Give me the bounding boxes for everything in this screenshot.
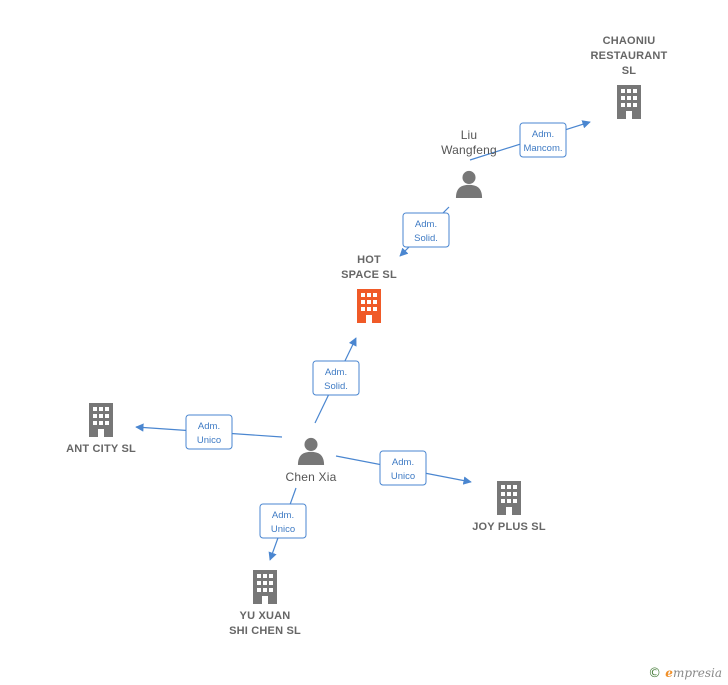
building-icon <box>617 85 641 119</box>
role-badge-text: Mancom. <box>523 143 562 154</box>
role-badge-text: Adm. <box>198 421 220 432</box>
person-icon <box>297 437 325 465</box>
role-badge[interactable]: Adm. Mancom. <box>519 122 567 158</box>
node-label: YU XUAN <box>240 610 291 622</box>
node-yuxuan[interactable]: YU XUAN SHI CHEN SL <box>229 570 301 637</box>
copyright-symbol: © <box>648 666 662 681</box>
role-badge-text: Adm. <box>532 129 554 140</box>
edge-liu-to-chaoniu: Adm. Mancom. <box>469 120 591 161</box>
building-icon <box>253 570 277 604</box>
role-badge[interactable]: Adm. Unico <box>259 503 307 539</box>
role-badge-text: Adm. <box>392 457 414 468</box>
role-badge-box <box>519 122 567 158</box>
role-badge-box <box>185 414 233 450</box>
building-icon <box>357 289 381 323</box>
building-icon <box>497 481 521 515</box>
role-badge-box <box>379 450 427 486</box>
role-badge-text: Adm. <box>325 367 347 378</box>
role-badge-text: Adm. <box>415 219 437 230</box>
brand-logo[interactable]: empresia <box>665 666 722 680</box>
edge-chen-to-antcity: Adm. Unico <box>135 414 283 450</box>
building-icon <box>89 403 113 437</box>
node-label: Liu <box>461 128 478 142</box>
role-badge-text: Unico <box>197 435 221 446</box>
role-badge[interactable]: Adm. Unico <box>185 414 233 450</box>
node-label: Chen Xia <box>286 470 337 484</box>
node-label: HOT <box>357 254 381 266</box>
footer-brand: © empresia <box>648 666 722 681</box>
role-badge[interactable]: Adm. Unico <box>379 450 427 486</box>
edge-liu-to-hot: Adm. Solid. <box>399 206 450 257</box>
node-hot[interactable]: HOT SPACE SL <box>341 254 397 323</box>
role-badge-box <box>312 360 360 396</box>
edge-chen-to-hot: Adm. Solid. <box>312 337 360 424</box>
edge-chen-to-joyplus: Adm. Unico <box>335 450 472 486</box>
node-label: JOY PLUS SL <box>472 521 546 533</box>
role-badge-text: Adm. <box>272 510 294 521</box>
role-badge-text: Unico <box>271 524 295 535</box>
node-label: RESTAURANT <box>591 50 668 62</box>
person-icon <box>455 170 483 198</box>
node-joyplus[interactable]: JOY PLUS SL <box>472 481 546 533</box>
edges-layer: Adm. Mancom. Adm. Solid. Adm. Solid. Adm. Unico… <box>135 120 591 561</box>
node-label: ANT CITY SL <box>66 443 136 455</box>
node-label: SPACE SL <box>341 269 397 281</box>
node-label: SL <box>622 65 637 77</box>
node-chaoniu[interactable]: CHAONIU RESTAURANT SL <box>591 35 668 119</box>
node-label: SHI CHEN SL <box>229 625 301 637</box>
node-label: Wangfeng <box>441 143 497 157</box>
role-badge-text: Solid. <box>414 233 438 244</box>
role-badge-box <box>259 503 307 539</box>
role-badge[interactable]: Adm. Solid. <box>402 212 450 248</box>
role-badge-text: Unico <box>391 471 415 482</box>
role-badge-text: Solid. <box>324 381 348 392</box>
edge-chen-to-yuxuan: Adm. Unico <box>259 487 307 561</box>
node-label: CHAONIU <box>603 35 656 47</box>
role-badge-box <box>402 212 450 248</box>
role-badge[interactable]: Adm. Solid. <box>312 360 360 396</box>
node-chen[interactable]: Chen Xia <box>286 437 337 484</box>
node-antcity[interactable]: ANT CITY SL <box>66 403 136 455</box>
